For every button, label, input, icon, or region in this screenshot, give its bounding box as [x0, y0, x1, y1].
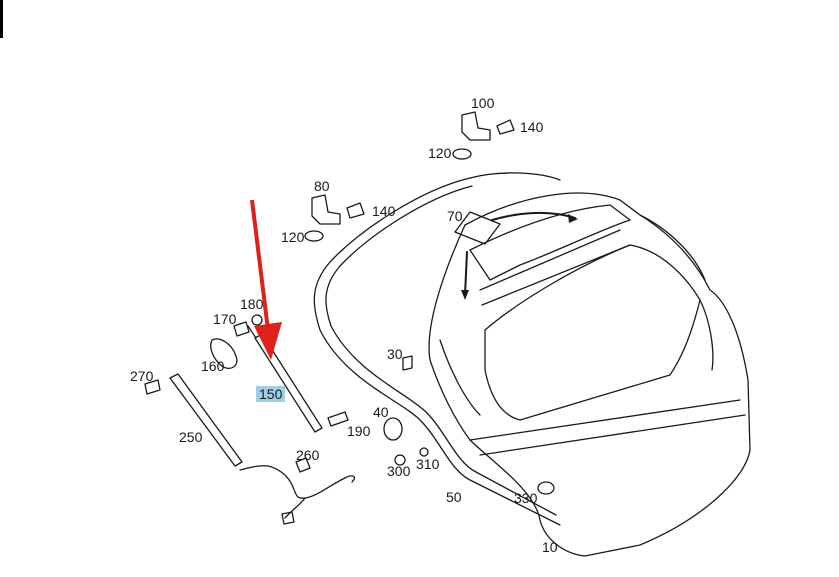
hinge-upper — [461, 111, 491, 141]
callout-10: 10 — [542, 539, 558, 555]
red-arrow-head — [254, 322, 282, 360]
callout-100: 100 — [471, 95, 495, 111]
harness-connector — [295, 457, 311, 473]
bumper-left — [304, 230, 324, 242]
spoiler-right — [639, 214, 706, 281]
callout-30: 30 — [387, 346, 403, 362]
callout-40: 40 — [373, 404, 389, 420]
callout-310: 310 — [416, 456, 440, 472]
bolt-upper — [496, 119, 515, 135]
washer-310 — [419, 447, 429, 457]
callout-50: 50 — [446, 489, 462, 505]
inner-side-right — [699, 299, 714, 371]
callout-170: 170 — [213, 311, 237, 327]
callout-160: 160 — [201, 358, 225, 374]
callout-140-upper: 140 — [520, 119, 544, 135]
window-opening — [484, 244, 701, 421]
callout-70: 70 — [447, 208, 463, 224]
callout-270: 270 — [130, 368, 154, 384]
clip-180 — [251, 314, 263, 326]
cap-40 — [383, 417, 403, 441]
bolt-190 — [327, 411, 349, 427]
callout-260: 260 — [296, 447, 320, 463]
bracket-160 — [210, 338, 238, 370]
gas-strut-right — [254, 333, 323, 433]
callout-120-upper: 120 — [428, 145, 452, 161]
bolt-left — [346, 202, 365, 219]
label-sticker — [454, 211, 501, 245]
harness-connector-2 — [281, 511, 295, 525]
grommet-330 — [537, 481, 555, 495]
lower-panel — [469, 399, 741, 441]
callout-120-left: 120 — [281, 229, 305, 245]
tailgate-shell — [428, 192, 751, 557]
bolt-270 — [144, 379, 161, 395]
left-edge-bar — [0, 0, 3, 38]
callout-300: 300 — [387, 463, 411, 479]
hinge-left — [311, 194, 341, 225]
tailgate-seal — [313, 177, 561, 526]
gas-strut-left — [169, 373, 243, 467]
red-arrow-shaft — [250, 199, 270, 331]
callout-80: 80 — [314, 178, 330, 194]
lower-panel-2 — [479, 414, 746, 456]
bumper-upper — [452, 148, 472, 160]
gas-strut-right-rod — [247, 325, 257, 339]
clip-30 — [402, 355, 413, 371]
nut-300 — [394, 454, 406, 466]
callout-150-highlighted: 150 — [256, 386, 286, 402]
callout-180: 180 — [240, 296, 264, 312]
leader-arrowhead-right — [568, 214, 578, 223]
tailgate-seal-top — [469, 172, 561, 181]
callout-250: 250 — [179, 429, 203, 445]
callout-140-left: 140 — [372, 203, 396, 219]
leader-70-right — [491, 211, 576, 221]
callout-330: 330 — [514, 490, 538, 506]
inner-panel-rib-2 — [481, 244, 631, 306]
inner-panel-top — [469, 204, 631, 281]
leader-70-down — [464, 251, 468, 296]
leader-arrowhead-down — [461, 290, 469, 300]
inner-side-left — [439, 339, 481, 416]
tailgate-seal-inner — [325, 185, 557, 516]
callout-190: 190 — [347, 423, 371, 439]
inner-panel-rib — [479, 229, 621, 291]
bolt-170 — [233, 321, 250, 337]
wiring-harness — [239, 465, 356, 519]
